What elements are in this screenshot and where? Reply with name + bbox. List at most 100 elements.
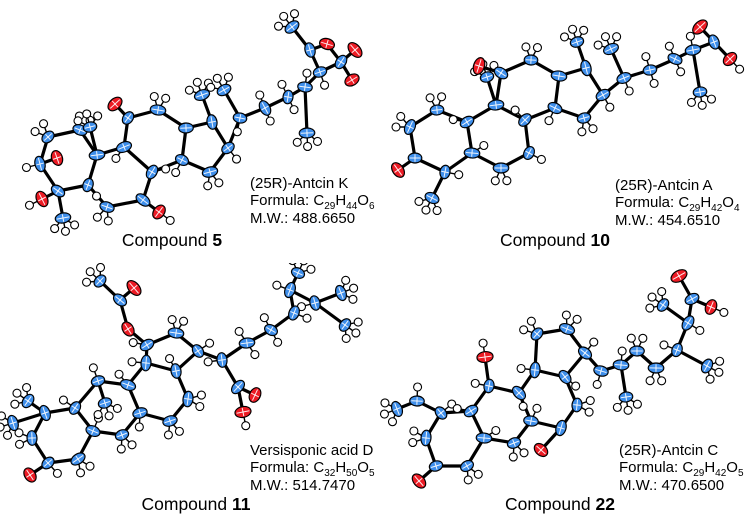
carbon-atom: [390, 400, 404, 418]
carbon-atom: [671, 342, 683, 358]
oxygen-atom: [391, 162, 405, 178]
carbon-atom: [493, 66, 509, 80]
carbon-atom: [463, 404, 479, 418]
formula-text: O: [722, 193, 734, 211]
oxygen-atom: [35, 190, 49, 208]
carbon-atom: [82, 177, 94, 193]
carbon-atom: [595, 88, 611, 102]
carbon-atom: [201, 166, 219, 178]
formula-subscript: 42: [711, 202, 723, 214]
carbon-atom: [258, 100, 272, 116]
carbon-atom: [407, 152, 423, 164]
carbon-atom: [409, 395, 425, 407]
formula-subscript: 32: [324, 467, 336, 479]
oxygen-atom: [704, 299, 718, 315]
carbon-atom: [119, 379, 137, 391]
caption-number: 10: [590, 230, 610, 250]
carbon-atom: [439, 164, 451, 180]
carbon-atom: [700, 358, 714, 374]
carbon-atom: [487, 99, 505, 111]
formula-subscript: 5: [368, 467, 375, 479]
carbon-atom: [68, 401, 82, 415]
formula-text: O: [357, 191, 369, 209]
carbon-atom: [642, 64, 658, 76]
carbon-atom: [282, 89, 294, 105]
formula-subscript: 4: [733, 202, 740, 214]
carbon-atom: [459, 115, 475, 129]
carbon-atom: [135, 193, 151, 207]
oxygen-atom: [234, 405, 252, 419]
carbon-atom: [191, 344, 205, 358]
compound-formula: Formula: C29H42O5: [619, 458, 744, 479]
compound-mw: M.W.: 514.7470: [250, 477, 356, 494]
carbon-atom: [232, 112, 248, 124]
formula-text: H: [704, 458, 716, 476]
caption-number: 5: [212, 230, 223, 250]
carbon-atom: [284, 281, 296, 299]
carbon-atom: [41, 130, 55, 144]
oxygen-atom: [126, 280, 142, 296]
oxygen-atom: [670, 269, 688, 283]
oxygen-atom: [472, 57, 486, 75]
caption-number: 11: [232, 494, 251, 514]
carbon-atom: [70, 452, 86, 466]
carbon-atom: [145, 164, 159, 180]
carbon-atom: [114, 429, 130, 441]
ortep-drawing-compound-11: [0, 263, 363, 483]
compound-formula: Formula: C32H50O5: [250, 458, 375, 479]
carbon-atom: [550, 70, 568, 82]
carbon-atom: [170, 363, 182, 379]
formula-text: Formula: C: [619, 458, 694, 476]
carbon-atom: [41, 456, 55, 470]
oxygen-atom: [50, 150, 64, 166]
carbon-atom: [522, 145, 536, 161]
compound-formula: Formula: C29H44O6: [250, 191, 375, 212]
oxygen-atom: [347, 42, 363, 58]
carbon-atom: [558, 369, 572, 385]
formula-text: O: [726, 458, 738, 476]
formula-subscript: 44: [346, 200, 358, 212]
oxygen-atom: [692, 19, 708, 35]
carbon-atom: [618, 391, 634, 403]
formula-text: O: [357, 458, 369, 476]
carbon-atom: [264, 323, 278, 337]
carbon-atom: [667, 52, 683, 66]
carbon-atom: [312, 66, 328, 78]
formula-text: H: [335, 191, 347, 209]
carbon-atom: [193, 89, 211, 101]
caption-word: Compound: [121, 230, 208, 250]
carbon-atom: [571, 397, 583, 413]
oxygen-atom: [411, 473, 427, 489]
carbon-atom: [511, 385, 527, 401]
carbon-atom: [569, 36, 585, 48]
oxygen-atom: [476, 350, 494, 364]
carbon-atom: [230, 379, 246, 395]
carbon-atom: [93, 274, 107, 288]
formula-subscript: 29: [693, 467, 705, 479]
ortep-drawing-compound-10: [391, 19, 745, 216]
carbon-atom: [460, 459, 474, 473]
oxygen-atom: [344, 73, 360, 87]
oxygen-atom: [121, 321, 135, 337]
carbon-atom: [558, 322, 576, 336]
carbon-atom: [7, 414, 19, 432]
carbon-atom: [290, 267, 306, 279]
caption-compound-5: Compound 5: [122, 230, 222, 251]
carbon-atom: [284, 20, 300, 34]
carbon-atom: [463, 147, 481, 159]
carbon-atom: [132, 407, 148, 419]
carbon-atom: [555, 419, 567, 437]
carbon-atom: [429, 104, 445, 116]
caption-word: Compound: [505, 494, 591, 514]
compound-name: (25R)-Antcin A: [615, 177, 713, 194]
carbon-atom: [612, 359, 630, 371]
carbon-atom: [216, 83, 232, 97]
compound-mw: M.W.: 454.6510: [615, 212, 721, 229]
carbon-atom: [298, 127, 316, 139]
hydrogen-atoms: [0, 263, 363, 478]
